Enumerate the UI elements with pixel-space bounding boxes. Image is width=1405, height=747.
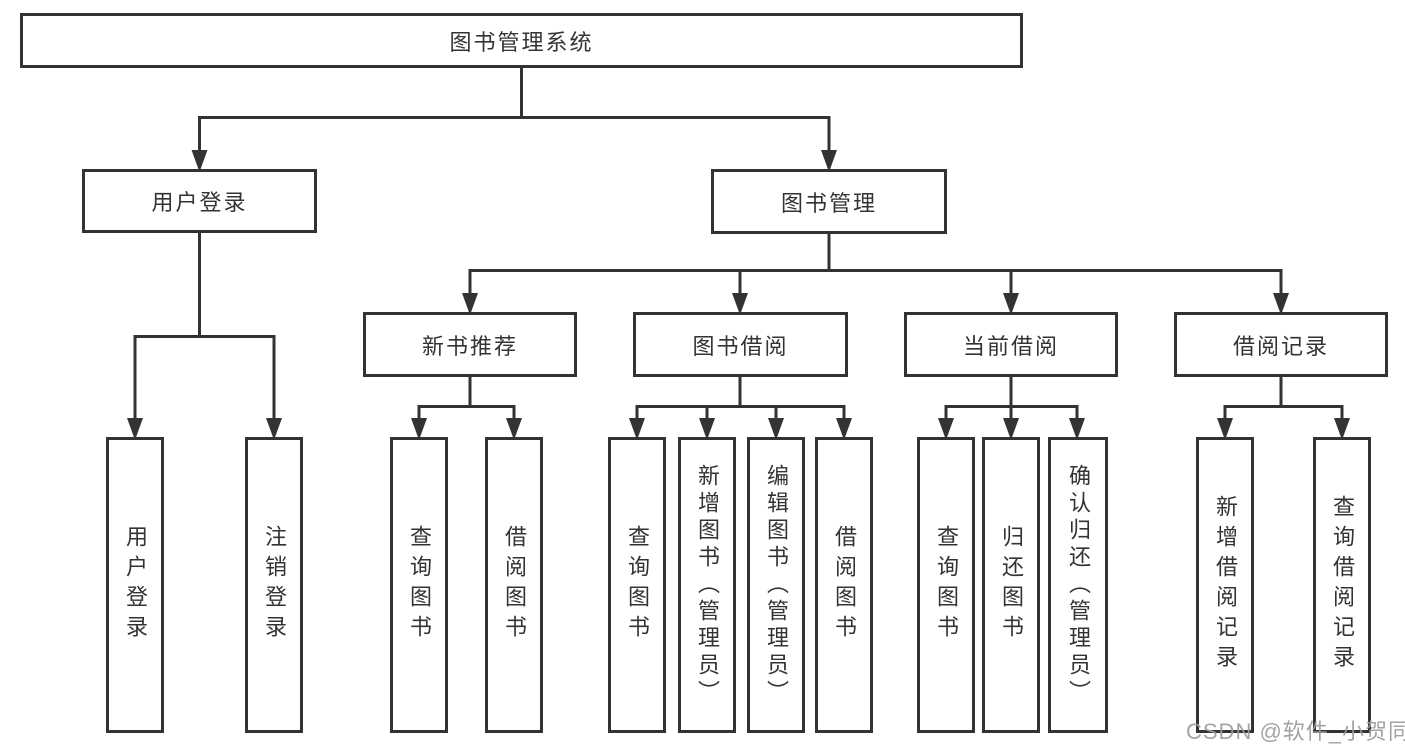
leaf-borrow-book: 借阅图书 [815,437,873,733]
node-root-system: 图书管理系统 [20,13,1023,68]
node-book-borrow: 图书借阅 [633,312,848,377]
leaf-borrow-edit-admin: 编辑图书（管理员） [747,437,805,733]
tree-spines [133,66,1344,408]
leaf-record-query: 查询借阅记录 [1313,437,1371,733]
leaf-borrow-add-admin: 新增图书（管理员） [678,437,736,733]
node-book-management: 图书管理 [711,169,947,234]
node-user-login: 用户登录 [82,169,317,233]
watermark-text: CSDN @软件_小贺同学 [1186,719,1405,744]
node-new-book-recommend: 新书推荐 [363,312,577,377]
leaf-user-login: 用户登录 [106,437,164,733]
leaf-current-query: 查询图书 [917,437,975,733]
node-current-borrow: 当前借阅 [904,312,1118,377]
leaf-logout: 注销登录 [245,437,303,733]
leaf-record-add: 新增借阅记录 [1196,437,1254,733]
leaf-borrow-query: 查询图书 [608,437,666,733]
leaf-newbook-borrow: 借阅图书 [485,437,543,733]
leaf-newbook-query: 查询图书 [390,437,448,733]
arrow-heads-icon [127,150,1350,440]
leaf-current-return: 归还图书 [982,437,1040,733]
leaf-current-confirm-admin: 确认归还（管理员） [1048,437,1108,733]
node-borrow-record: 借阅记录 [1174,312,1388,377]
